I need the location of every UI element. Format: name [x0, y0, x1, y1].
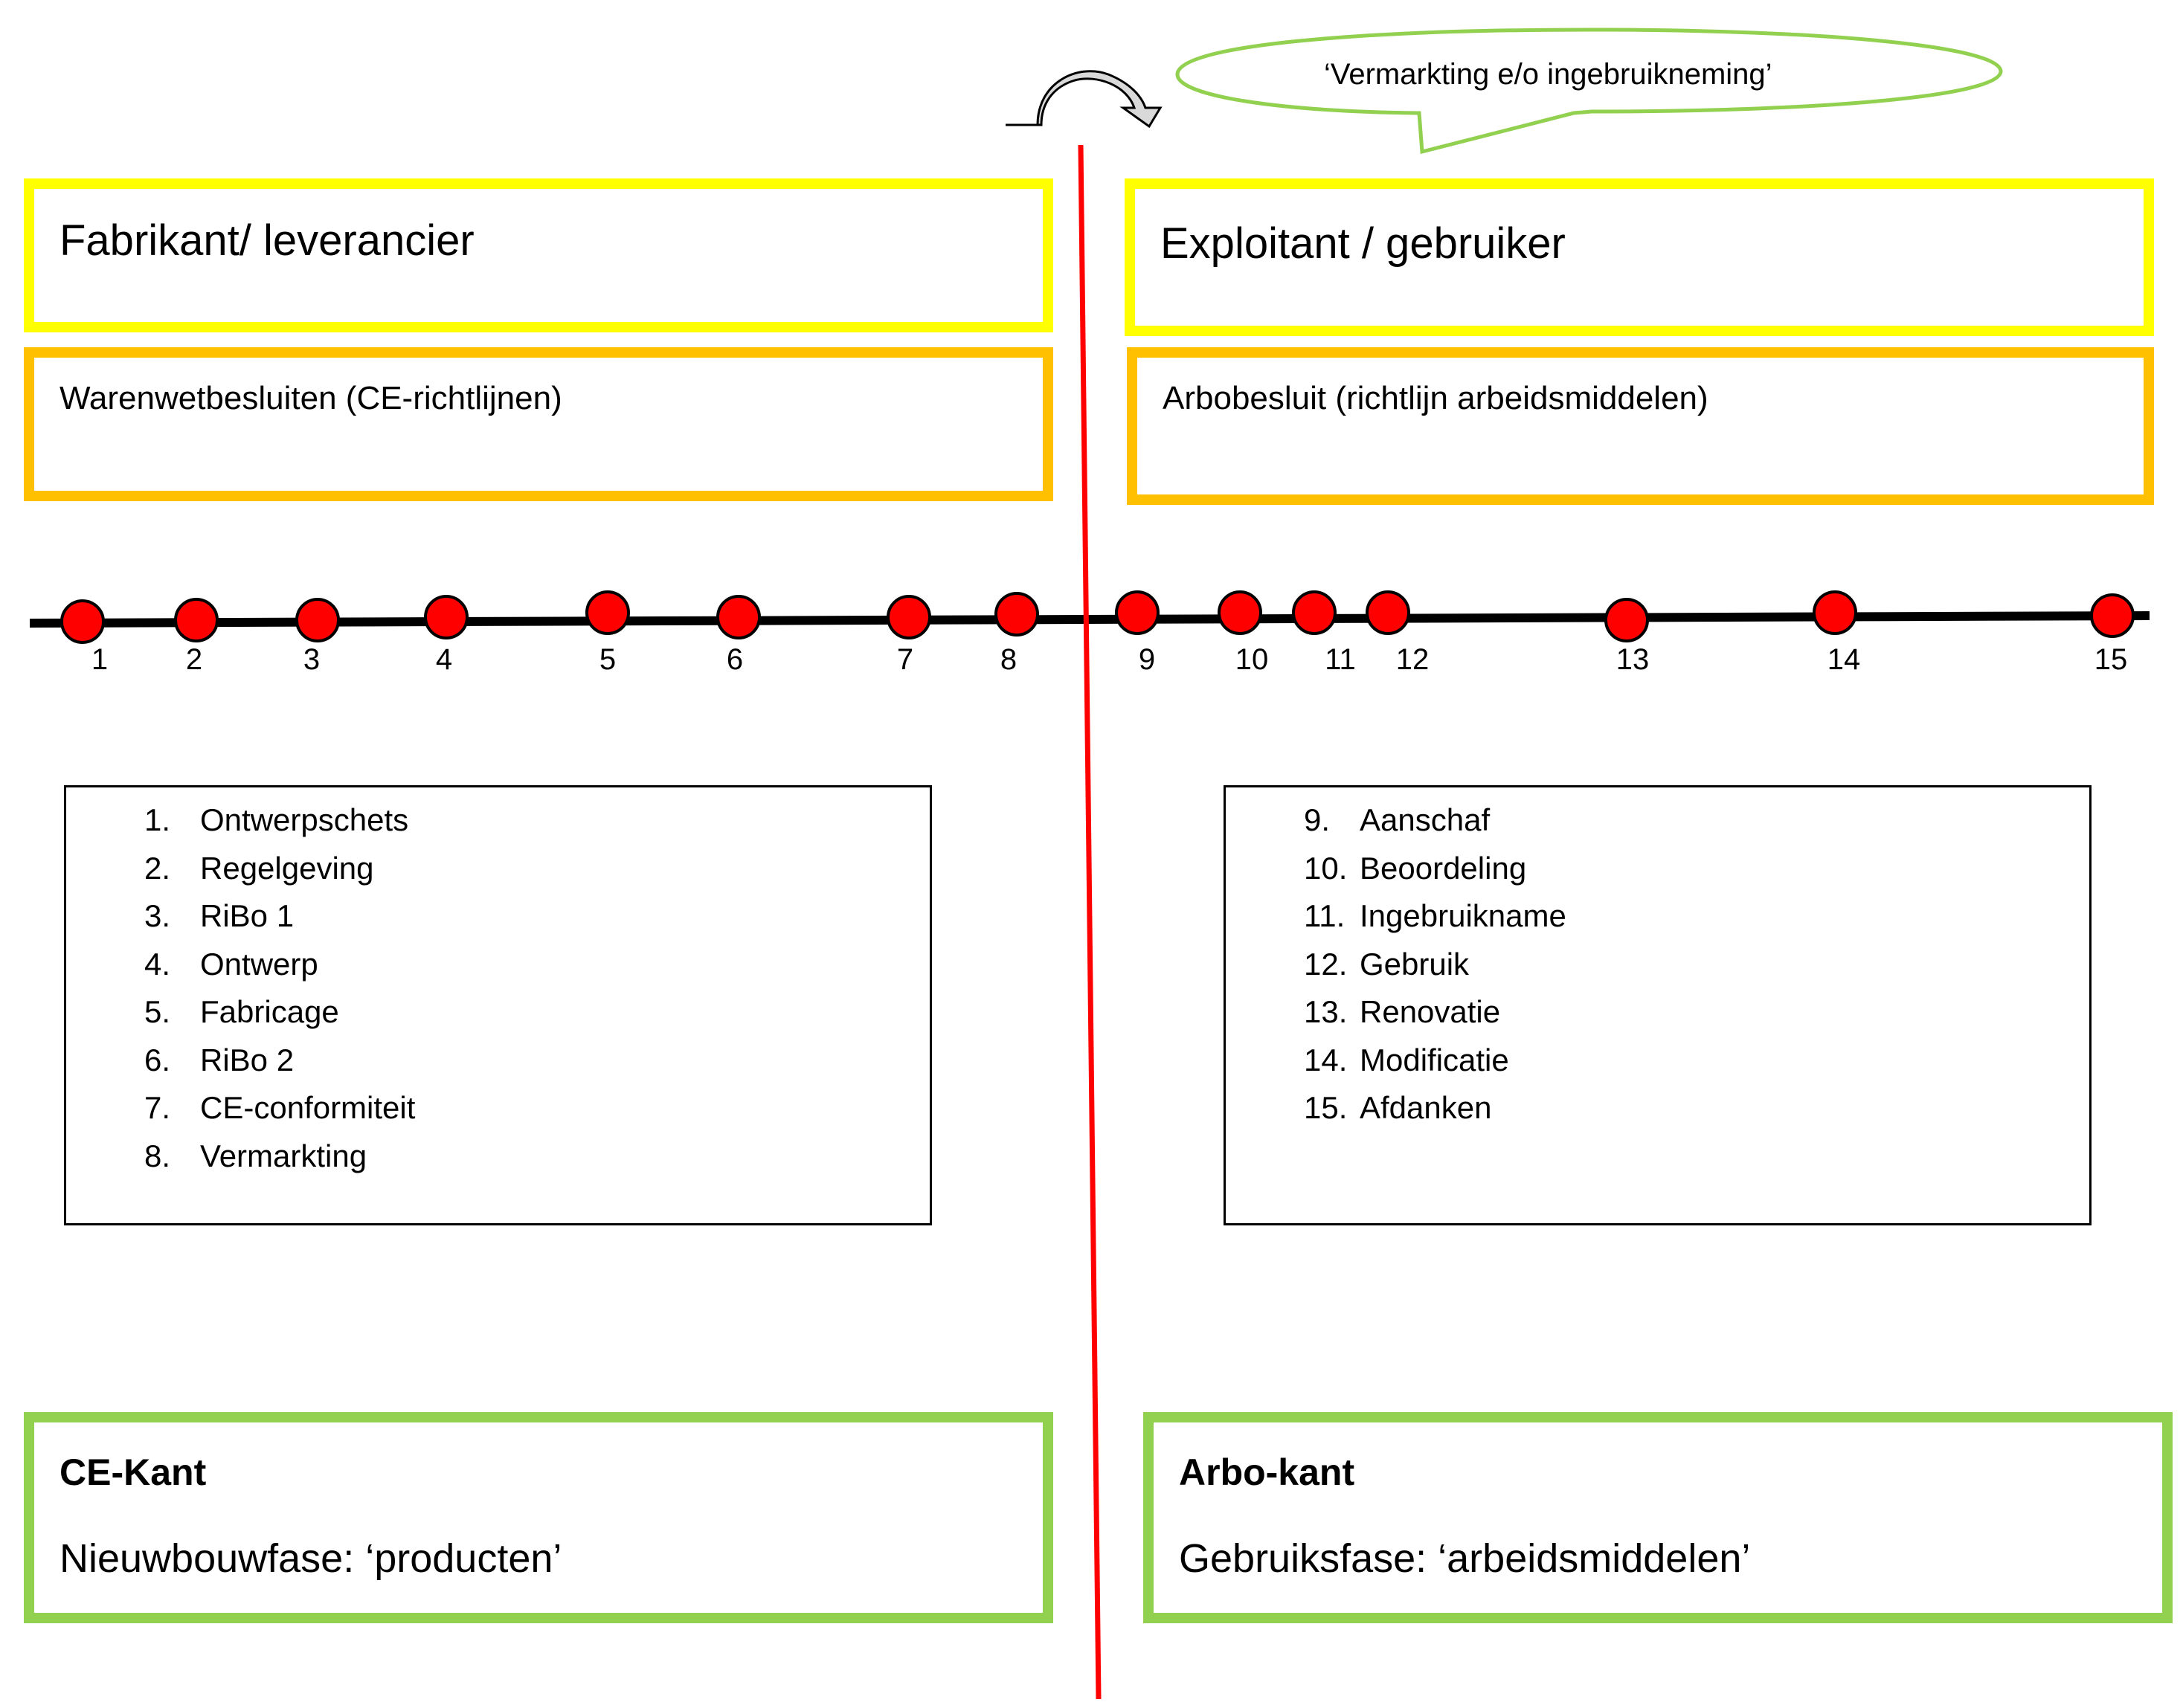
step-left-item-label: Ontwerpschets [200, 802, 409, 837]
arbo-kant-box: Arbo-kant Gebruiksfase: ‘arbeidsmiddelen… [1143, 1412, 2173, 1623]
ce-kant-phase: Nieuwbouwfase: ‘producten’ [60, 1536, 562, 1581]
timeline-label-7: 7 [897, 643, 913, 676]
step-right-item-number: 15. [1304, 1090, 1348, 1125]
step-right-item-label: Ingebruikname [1360, 898, 1566, 933]
steps-left-box: 1. Ontwerpschets 2. Regelgeving 3. RiBo 1 4. On… [64, 785, 932, 1225]
timeline-label-11: 11 [1325, 643, 1356, 676]
step-right-item-label: Aanschaf [1360, 802, 1491, 837]
timeline-point-4 [424, 595, 469, 639]
timeline-label-6: 6 [727, 643, 743, 676]
step-right-item-number: 11. [1304, 898, 1346, 933]
timeline-point-12 [1366, 590, 1410, 635]
timeline-label-13: 13 [1616, 643, 1650, 676]
step-right-item-label: Afdanken [1360, 1090, 1492, 1125]
timeline-point-9 [1115, 590, 1160, 635]
step-left-item-number: 8. [144, 1138, 171, 1173]
timeline-point-1 [60, 599, 105, 644]
operator-title: Exploitant / gebruiker [1160, 219, 1566, 268]
manufacturer-title: Fabrikant/ leverancier [60, 216, 475, 265]
arbo-regulation-box: Arbobesluit (richtlijn arbeidsmiddelen) [1127, 347, 2154, 505]
timeline-label-9: 9 [1139, 643, 1155, 676]
step-left-item-number: 2. [144, 850, 171, 886]
timeline-point-11 [1292, 590, 1337, 635]
phase-divider-line [1078, 144, 1102, 1700]
ce-kant-title: CE-Kant [60, 1451, 207, 1493]
steps-right-box: 9. Aanschaf 10. Beoordeling 11. Ingebruikname… [1224, 785, 2092, 1225]
timeline-point-8 [994, 592, 1039, 637]
step-right-item-label: Beoordeling [1360, 850, 1527, 886]
timeline-label-3: 3 [303, 643, 320, 676]
manufacturer-box: Fabrikant/ leverancier [24, 178, 1053, 332]
timeline-label-4: 4 [436, 643, 452, 676]
timeline-line [29, 611, 2150, 628]
step-left-item-number: 4. [144, 946, 171, 982]
timeline-label-5: 5 [599, 643, 616, 676]
timeline-label-8: 8 [1000, 643, 1017, 676]
timeline-label-2: 2 [186, 643, 202, 676]
callout-text: ‘Vermarkting e/o ingebruikneming’ [1324, 58, 1772, 91]
ce-regulation-text: Warenwetbesluiten (CE-richtlijnen) [60, 380, 562, 416]
step-right-item-number: 13. [1304, 994, 1348, 1029]
step-left-item-label: Fabricage [200, 994, 339, 1029]
timeline-point-14 [1813, 590, 1857, 635]
step-left-item-number: 3. [144, 898, 171, 933]
step-left-item-number: 7. [144, 1090, 171, 1125]
timeline-point-3 [295, 598, 340, 642]
callout-bubble [1175, 28, 2003, 155]
timeline-point-6 [716, 595, 761, 639]
step-left-item-label: Vermarkting [200, 1138, 367, 1173]
timeline-point-5 [585, 590, 630, 635]
ce-kant-box: CE-Kant Nieuwbouwfase: ‘producten’ [24, 1412, 1053, 1623]
ce-regulation-box: Warenwetbesluiten (CE-richtlijnen) [24, 347, 1053, 501]
step-left-item-label: Regelgeving [200, 850, 374, 886]
operator-box: Exploitant / gebruiker [1125, 178, 2154, 336]
timeline-point-10 [1218, 590, 1262, 635]
step-right-item-number: 10. [1304, 850, 1348, 886]
timeline-label-14: 14 [1827, 643, 1861, 676]
step-left-item-label: Ontwerp [200, 946, 318, 982]
timeline-point-15 [2090, 593, 2135, 638]
timeline-point-2 [174, 598, 219, 642]
step-left-item-label: RiBo 2 [200, 1042, 295, 1077]
timeline-point-13 [1604, 598, 1649, 642]
step-left-item-label: RiBo 1 [200, 898, 295, 933]
step-right-item-label: Modificatie [1360, 1042, 1509, 1077]
step-left-item-number: 6. [144, 1042, 171, 1077]
arbo-kant-title: Arbo-kant [1179, 1451, 1355, 1493]
arbo-regulation-text: Arbobesluit (richtlijn arbeidsmiddelen) [1163, 380, 1708, 416]
step-right-item-label: Gebruik [1360, 946, 1470, 982]
timeline-point-7 [887, 595, 931, 639]
curved-arrow-icon [1006, 70, 1163, 129]
step-left-item-label: CE-conformiteit [200, 1090, 416, 1125]
step-right-item-number: 9. [1304, 802, 1331, 837]
step-left-item-number: 5. [144, 994, 171, 1029]
timeline-label-10: 10 [1235, 643, 1269, 676]
timeline-label-1: 1 [91, 643, 108, 676]
arbo-kant-phase: Gebruiksfase: ‘arbeidsmiddelen’ [1179, 1536, 1751, 1581]
step-right-item-number: 14. [1304, 1042, 1348, 1077]
step-right-item-label: Renovatie [1360, 994, 1501, 1029]
step-left-item-number: 1. [144, 802, 171, 837]
timeline-label-12: 12 [1396, 643, 1430, 676]
step-right-item-number: 12. [1304, 946, 1348, 982]
timeline-label-15: 15 [2094, 643, 2128, 676]
